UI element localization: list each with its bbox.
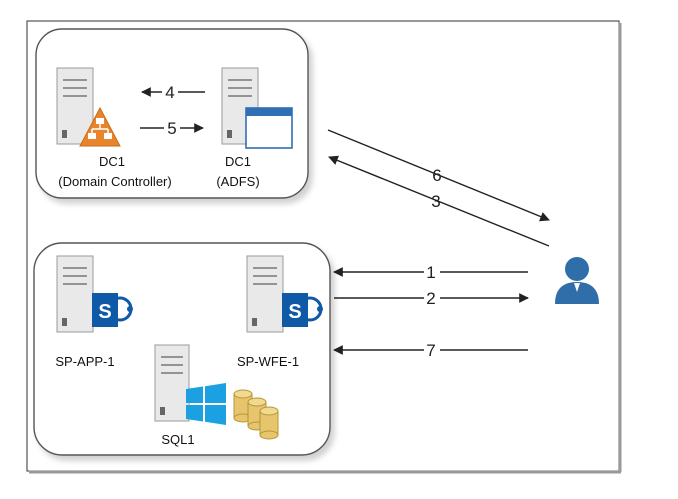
server-icon — [56, 255, 94, 333]
sql-label: SQL1 — [161, 432, 194, 447]
step-2-label: 2 — [426, 289, 435, 308]
svg-text:S: S — [288, 301, 301, 323]
adfs-window-icon — [245, 107, 293, 149]
arrow-step-6 — [327, 129, 550, 222]
dc1-domain-name: DC1 — [99, 154, 125, 169]
step-5-label: 5 — [167, 119, 176, 138]
sp-app-label: SP-APP-1 — [55, 354, 114, 369]
step-4-label: 4 — [165, 83, 174, 102]
step-3-label: 3 — [431, 192, 440, 211]
svg-text:S: S — [98, 301, 111, 323]
step-6-label: 6 — [432, 166, 441, 185]
windows-logo-icon — [186, 383, 226, 425]
sp-wfe-label: SP-WFE-1 — [237, 354, 299, 369]
server-icon — [246, 255, 284, 333]
sharepoint-icon: S — [92, 293, 133, 327]
server-icon — [154, 344, 190, 422]
sharepoint-icon: S — [282, 293, 323, 327]
dc1-adfs-role: (ADFS) — [216, 174, 259, 189]
step-1-label: 1 — [426, 263, 435, 282]
database-icon — [233, 389, 279, 440]
user-icon — [555, 257, 599, 304]
step-7-label: 7 — [426, 341, 435, 360]
arrow-step-3 — [328, 155, 550, 247]
server-icon — [56, 67, 94, 145]
dc1-adfs-name: DC1 — [225, 154, 251, 169]
dc1-domain-role: (Domain Controller) — [58, 174, 171, 189]
active-directory-icon — [79, 106, 121, 147]
